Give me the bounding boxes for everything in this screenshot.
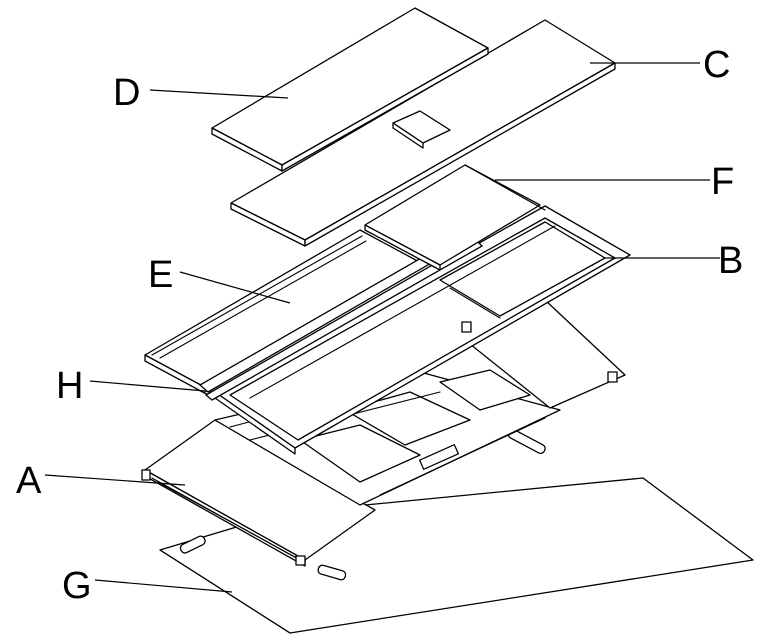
- label-f: F: [711, 161, 734, 203]
- label-g: G: [62, 565, 92, 607]
- leader-d: [149, 89, 289, 99]
- leader-e: [179, 271, 291, 304]
- label-b: B: [718, 240, 743, 282]
- label-h: H: [56, 365, 83, 407]
- leader-lines: [44, 62, 720, 593]
- label-a: A: [16, 460, 42, 502]
- part-d-top-panel: [211, 7, 489, 172]
- label-c: C: [703, 44, 730, 86]
- label-e: E: [148, 254, 173, 296]
- label-d: D: [113, 72, 140, 114]
- leader-g: [94, 579, 233, 593]
- part-f-upper-panel: [364, 164, 546, 271]
- part-e-cover-sash: [144, 229, 426, 397]
- part-small-block: [392, 110, 451, 149]
- leader-h: [89, 380, 206, 392]
- leader-a: [44, 474, 186, 486]
- part-a-lower-frame: [141, 419, 376, 567]
